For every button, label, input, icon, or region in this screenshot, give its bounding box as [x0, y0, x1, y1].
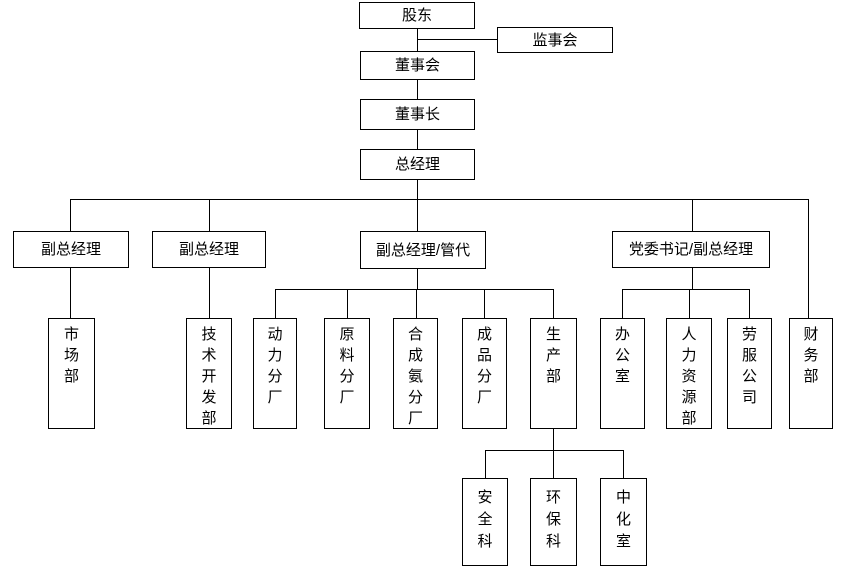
org-node-safety-section: 安全科	[462, 478, 508, 566]
connector-party-distribution	[622, 289, 750, 290]
org-node-ammonia-branch: 合成氨分厂	[393, 318, 438, 429]
connector-board-chairman	[417, 80, 418, 99]
org-node-party-secretary-deputy-gm: 党委书记/副总经理	[612, 231, 770, 268]
org-node-label: 原料分厂	[339, 326, 355, 406]
connector-drop-env-protection	[553, 450, 554, 478]
org-node-label: 生产部	[546, 326, 562, 385]
org-node-finished-product-branch: 成品分厂	[462, 318, 507, 429]
org-node-label: 人力资源部	[681, 326, 697, 427]
org-node-finance-dept: 财务部	[789, 318, 833, 429]
org-node-board-of-directors: 董事会	[360, 51, 475, 80]
org-node-office: 办公室	[600, 318, 645, 429]
org-node-deputy-gm-mgmt-rep: 副总经理/管代	[360, 231, 486, 269]
org-node-label: 董事会	[394, 57, 440, 74]
org-node-label: 总经理	[394, 156, 440, 173]
org-node-supervisory-board: 监事会	[497, 27, 613, 53]
connector-drop-deputy-gm-2	[209, 199, 210, 231]
org-node-label: 董事长	[394, 106, 440, 123]
org-node-general-manager: 总经理	[360, 149, 475, 180]
org-node-label: 办公室	[615, 326, 631, 385]
org-node-central-chem-lab: 中化室	[600, 478, 647, 566]
connector-gm-distribution	[70, 199, 808, 200]
connector-mgmt-rep-distribution	[275, 289, 554, 290]
org-node-deputy-gm-2: 副总经理	[152, 231, 266, 268]
org-node-power-branch: 动力分厂	[253, 318, 297, 429]
connector-drop-party-secretary	[692, 199, 693, 231]
connector-drop-production	[553, 289, 554, 318]
org-node-env-protection-section: 环保科	[530, 478, 577, 566]
connector-deputy2-techdev	[209, 268, 210, 318]
connector-drop-finance-dept	[808, 199, 809, 318]
connector-drop-ammonia	[416, 289, 417, 318]
org-node-label: 合成氨分厂	[408, 326, 424, 427]
org-node-chairman: 董事长	[360, 99, 475, 130]
org-node-tech-dev-dept: 技术开发部	[186, 318, 232, 429]
connector-shareholders-board	[417, 29, 418, 51]
connector-deputy1-marketing	[70, 268, 71, 318]
org-node-label: 监事会	[532, 31, 578, 49]
org-node-label: 财务部	[803, 326, 819, 385]
org-node-label: 劳服公司	[742, 326, 758, 406]
connector-drop-deputy-gm-1	[70, 199, 71, 231]
org-node-label: 环保科	[546, 489, 562, 550]
org-node-production-dept: 生产部	[530, 318, 577, 429]
connector-production-distribution	[485, 450, 623, 451]
connector-party-secretary-down	[692, 268, 693, 289]
connector-drop-deputy-gm-mgmt-rep	[417, 199, 418, 231]
connector-drop-power-branch	[275, 289, 276, 318]
org-node-label: 副总经理	[40, 241, 101, 258]
connector-drop-finished-product	[484, 289, 485, 318]
connector-production-down	[553, 429, 554, 450]
connector-drop-labor-service	[749, 289, 750, 318]
connector-drop-raw-material	[347, 289, 348, 318]
connector-gm-down	[417, 180, 418, 199]
org-node-label: 市场部	[64, 326, 80, 385]
connector-mgmt-rep-down	[417, 269, 418, 289]
org-node-label: 安全科	[477, 489, 493, 550]
connector-supervisory-board	[417, 39, 497, 40]
connector-chairman-gm	[417, 130, 418, 149]
connector-drop-hr-dept	[689, 289, 690, 318]
connector-drop-office	[622, 289, 623, 318]
org-node-label: 股东	[401, 7, 432, 24]
org-node-label: 党委书记/副总经理	[628, 241, 754, 258]
org-node-marketing-dept: 市场部	[48, 318, 95, 429]
org-node-label: 成品分厂	[477, 326, 493, 406]
connector-drop-safety	[485, 450, 486, 478]
org-node-deputy-gm-1: 副总经理	[13, 231, 129, 268]
org-node-labor-service-company: 劳服公司	[727, 318, 772, 429]
org-node-label: 中化室	[616, 489, 632, 550]
org-node-hr-dept: 人力资源部	[666, 318, 712, 429]
org-node-label: 副总经理/管代	[375, 241, 471, 259]
org-node-label: 动力分厂	[267, 326, 283, 406]
connector-drop-central-chem-lab	[623, 450, 624, 478]
org-node-label: 副总经理	[178, 241, 239, 258]
org-node-label: 技术开发部	[201, 326, 217, 427]
org-node-raw-material-branch: 原料分厂	[324, 318, 370, 429]
org-node-shareholders: 股东	[359, 2, 475, 29]
